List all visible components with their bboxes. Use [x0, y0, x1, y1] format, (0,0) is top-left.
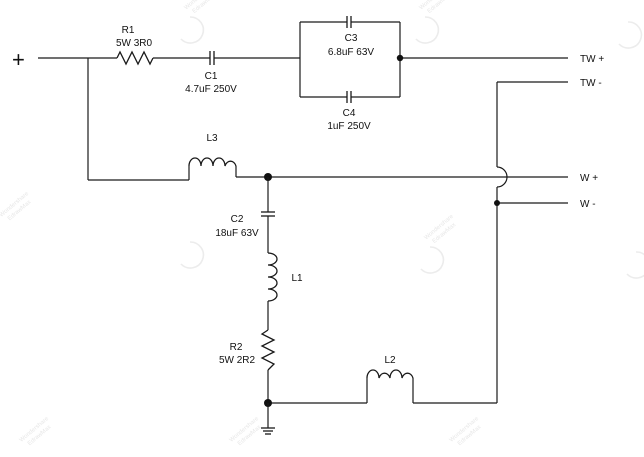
- bottom-rail-wires: [268, 378, 497, 404]
- tw-plus-terminal: TW +: [580, 54, 604, 65]
- r2-ref-label: R2: [230, 342, 243, 353]
- c1-ref-label: C1: [205, 71, 218, 82]
- c2-ref-label: C2: [231, 214, 244, 225]
- c1-value-label: 4.7uF 250V: [185, 84, 237, 95]
- c1-capacitor: [209, 51, 215, 65]
- r2-value-label: 5W 2R2: [219, 355, 256, 366]
- l1-ref-label: L1: [291, 273, 303, 284]
- r1-ref-label: R1: [122, 25, 135, 36]
- w-minus-terminal: W -: [580, 199, 596, 210]
- c3-value-label: 6.8uF 63V: [328, 47, 374, 58]
- w-minus-junction: [494, 200, 500, 206]
- c2-value-label: 18uF 63V: [215, 228, 259, 239]
- c3-ref-label: C3: [345, 33, 358, 44]
- c4-ref-label: C4: [343, 108, 356, 119]
- r1-value-label: 5W 3R0: [116, 38, 153, 49]
- ground-icon: [261, 403, 275, 435]
- tw-plus-junction: [396, 54, 404, 62]
- watermark: Wondershare EdrawMax Wondershare EdrawMa…: [0, 0, 644, 447]
- l2-inductor: [366, 369, 414, 379]
- c4-capacitor: [346, 91, 352, 103]
- c3-capacitor: [346, 16, 352, 28]
- r2-resistor: [260, 329, 276, 371]
- l3-branch-wires: [87, 58, 237, 181]
- l1-inductor: [267, 252, 278, 302]
- tw-minus-wire: [496, 81, 568, 403]
- l3-inductor: [188, 157, 237, 167]
- c2-capacitor: [261, 211, 275, 217]
- l2-ref-label: L2: [384, 355, 396, 366]
- r1-resistor: [116, 50, 154, 66]
- c3-c4-parallel-wires: [299, 21, 401, 98]
- tw-minus-terminal: TW -: [580, 78, 602, 89]
- w-plus-terminal: W +: [580, 173, 598, 184]
- l3-ref-label: L3: [206, 133, 218, 144]
- input-plus-symbol: +: [12, 47, 25, 72]
- c4-value-label: 1uF 250V: [327, 121, 371, 132]
